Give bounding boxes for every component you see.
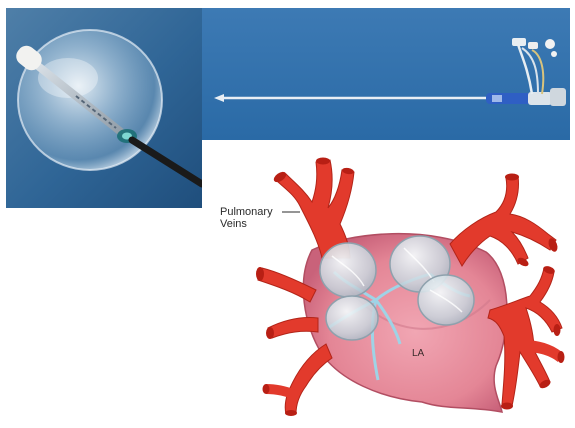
- left-atrium-label: LA: [412, 348, 424, 359]
- pulmonary-veins-label: Pulmonary: [220, 207, 273, 218]
- left-atrium-illustration: [200, 140, 575, 428]
- cryo-balloon-upper-left: [320, 243, 376, 297]
- balloon-catheter-photo: [6, 8, 202, 208]
- cryo-balloon-lower-left: [326, 296, 378, 340]
- pulmonary-veins-label-line2: Veins: [220, 219, 247, 230]
- cryo-balloon-right: [418, 275, 474, 325]
- pulmonary-vein-upper-right: [450, 176, 556, 266]
- catheter-photo: [202, 8, 570, 140]
